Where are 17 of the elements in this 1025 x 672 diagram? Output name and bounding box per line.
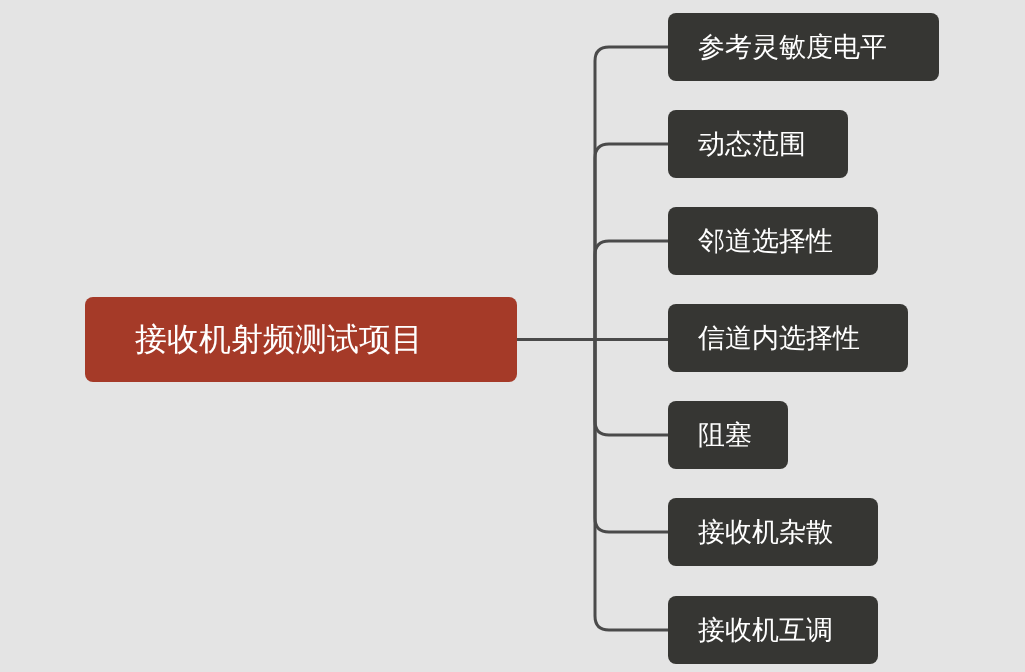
topic-label: 阻塞: [698, 418, 752, 452]
topic-label: 接收机杂散: [698, 515, 833, 549]
connector-line: [517, 338, 668, 632]
topic-box: [668, 401, 788, 469]
topic-label: 接收机射频测试项目: [135, 318, 423, 360]
topic-label: 邻道选择性: [698, 224, 833, 258]
topic-box: [668, 110, 848, 178]
topic-box: [668, 207, 878, 275]
topic-box: [668, 304, 908, 372]
topic-label: 参考灵敏度电平: [698, 30, 887, 64]
topic-label: 接收机互调: [698, 613, 833, 647]
topic-box: [668, 596, 878, 664]
topic-label: 动态范围: [698, 127, 806, 161]
root-topic-box: [85, 297, 517, 382]
topic-label: 信道内选择性: [698, 321, 860, 355]
topic-box: [668, 498, 878, 566]
topic-box: [668, 13, 939, 81]
